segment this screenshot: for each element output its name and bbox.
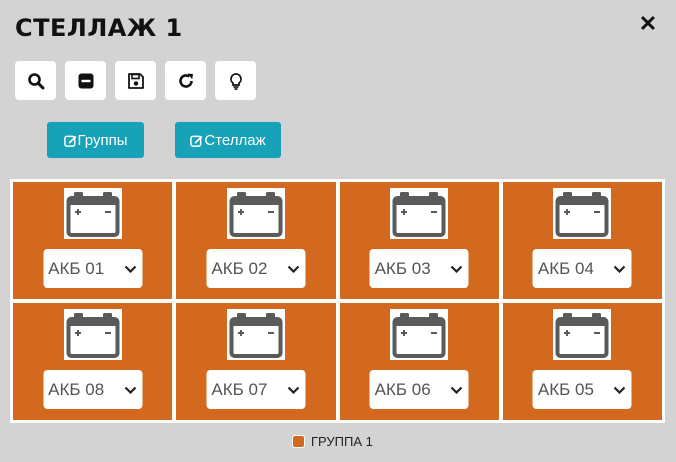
battery-icon [390, 309, 449, 360]
battery-icon [63, 188, 122, 239]
legend-swatch [292, 435, 305, 448]
battery-select[interactable]: АКБ 07 [206, 370, 306, 409]
battery-select-value: АКБ 04 [537, 258, 594, 278]
rack-cell: АКБ 08 [13, 303, 173, 420]
groups-button[interactable]: Группы [47, 122, 144, 158]
chevron-down-icon [124, 386, 142, 394]
rack-cell: АКБ 04 [502, 182, 662, 299]
rack-button-label: Стеллаж [204, 131, 266, 149]
chevron-down-icon [287, 265, 305, 273]
chevron-down-icon [450, 386, 469, 394]
chevron-down-icon [614, 265, 632, 273]
toolbar [15, 61, 256, 100]
rack-cell: АКБ 02 [176, 182, 336, 299]
battery-icon [226, 309, 285, 360]
battery-select[interactable]: АКБ 08 [43, 370, 143, 409]
battery-icon [553, 309, 612, 360]
rack-cell: АКБ 03 [339, 182, 499, 299]
chevron-down-icon [450, 265, 469, 273]
chevron-down-icon [287, 386, 305, 394]
refresh-icon [178, 73, 193, 88]
battery-select[interactable]: АКБ 03 [369, 249, 469, 288]
battery-select-value: АКБ 07 [211, 379, 268, 399]
battery-select-value: АКБ 01 [48, 258, 105, 278]
page-title: СТЕЛЛАЖ 1 [15, 14, 183, 42]
save-button[interactable] [115, 61, 156, 100]
search-button[interactable] [15, 61, 56, 100]
legend: ГРУППА 1 [292, 434, 373, 449]
search-icon [27, 72, 44, 89]
battery-select[interactable]: АКБ 06 [369, 370, 469, 409]
battery-select[interactable]: АКБ 04 [532, 249, 632, 288]
battery-select-value: АКБ 03 [374, 258, 431, 278]
battery-select-value: АКБ 05 [537, 379, 594, 399]
save-icon [127, 72, 144, 89]
rack-cell: АКБ 06 [339, 303, 499, 420]
battery-icon [390, 188, 449, 239]
battery-icon [226, 188, 285, 239]
battery-icon [63, 309, 122, 360]
lightbulb-icon [229, 72, 242, 90]
rack-cell: АКБ 05 [502, 303, 662, 420]
close-button[interactable]: ✕ [638, 11, 658, 36]
edit-icon [190, 135, 203, 147]
chevron-down-icon [614, 386, 632, 394]
groups-button-label: Группы [77, 131, 128, 149]
battery-select-value: АКБ 06 [374, 379, 431, 399]
legend-label: ГРУППА 1 [311, 434, 373, 449]
hint-button[interactable] [215, 61, 256, 100]
battery-select[interactable]: АКБ 01 [43, 249, 143, 288]
battery-select-value: АКБ 02 [211, 258, 268, 278]
rack-button[interactable]: Стеллаж [175, 122, 281, 158]
battery-icon [553, 188, 612, 239]
collapse-button[interactable] [65, 61, 106, 100]
refresh-button[interactable] [165, 61, 206, 100]
battery-select[interactable]: АКБ 05 [532, 370, 632, 409]
rack-cell: АКБ 01 [13, 182, 173, 299]
rack-cell: АКБ 07 [176, 303, 336, 420]
minus-square-icon [78, 73, 93, 88]
edit-icon [63, 135, 76, 147]
battery-select[interactable]: АКБ 02 [206, 249, 306, 288]
rack-grid: АКБ 01 АКБ 02 АКБ 03 АКБ 04 [10, 179, 665, 423]
chevron-down-icon [124, 265, 142, 273]
battery-select-value: АКБ 08 [48, 379, 105, 399]
